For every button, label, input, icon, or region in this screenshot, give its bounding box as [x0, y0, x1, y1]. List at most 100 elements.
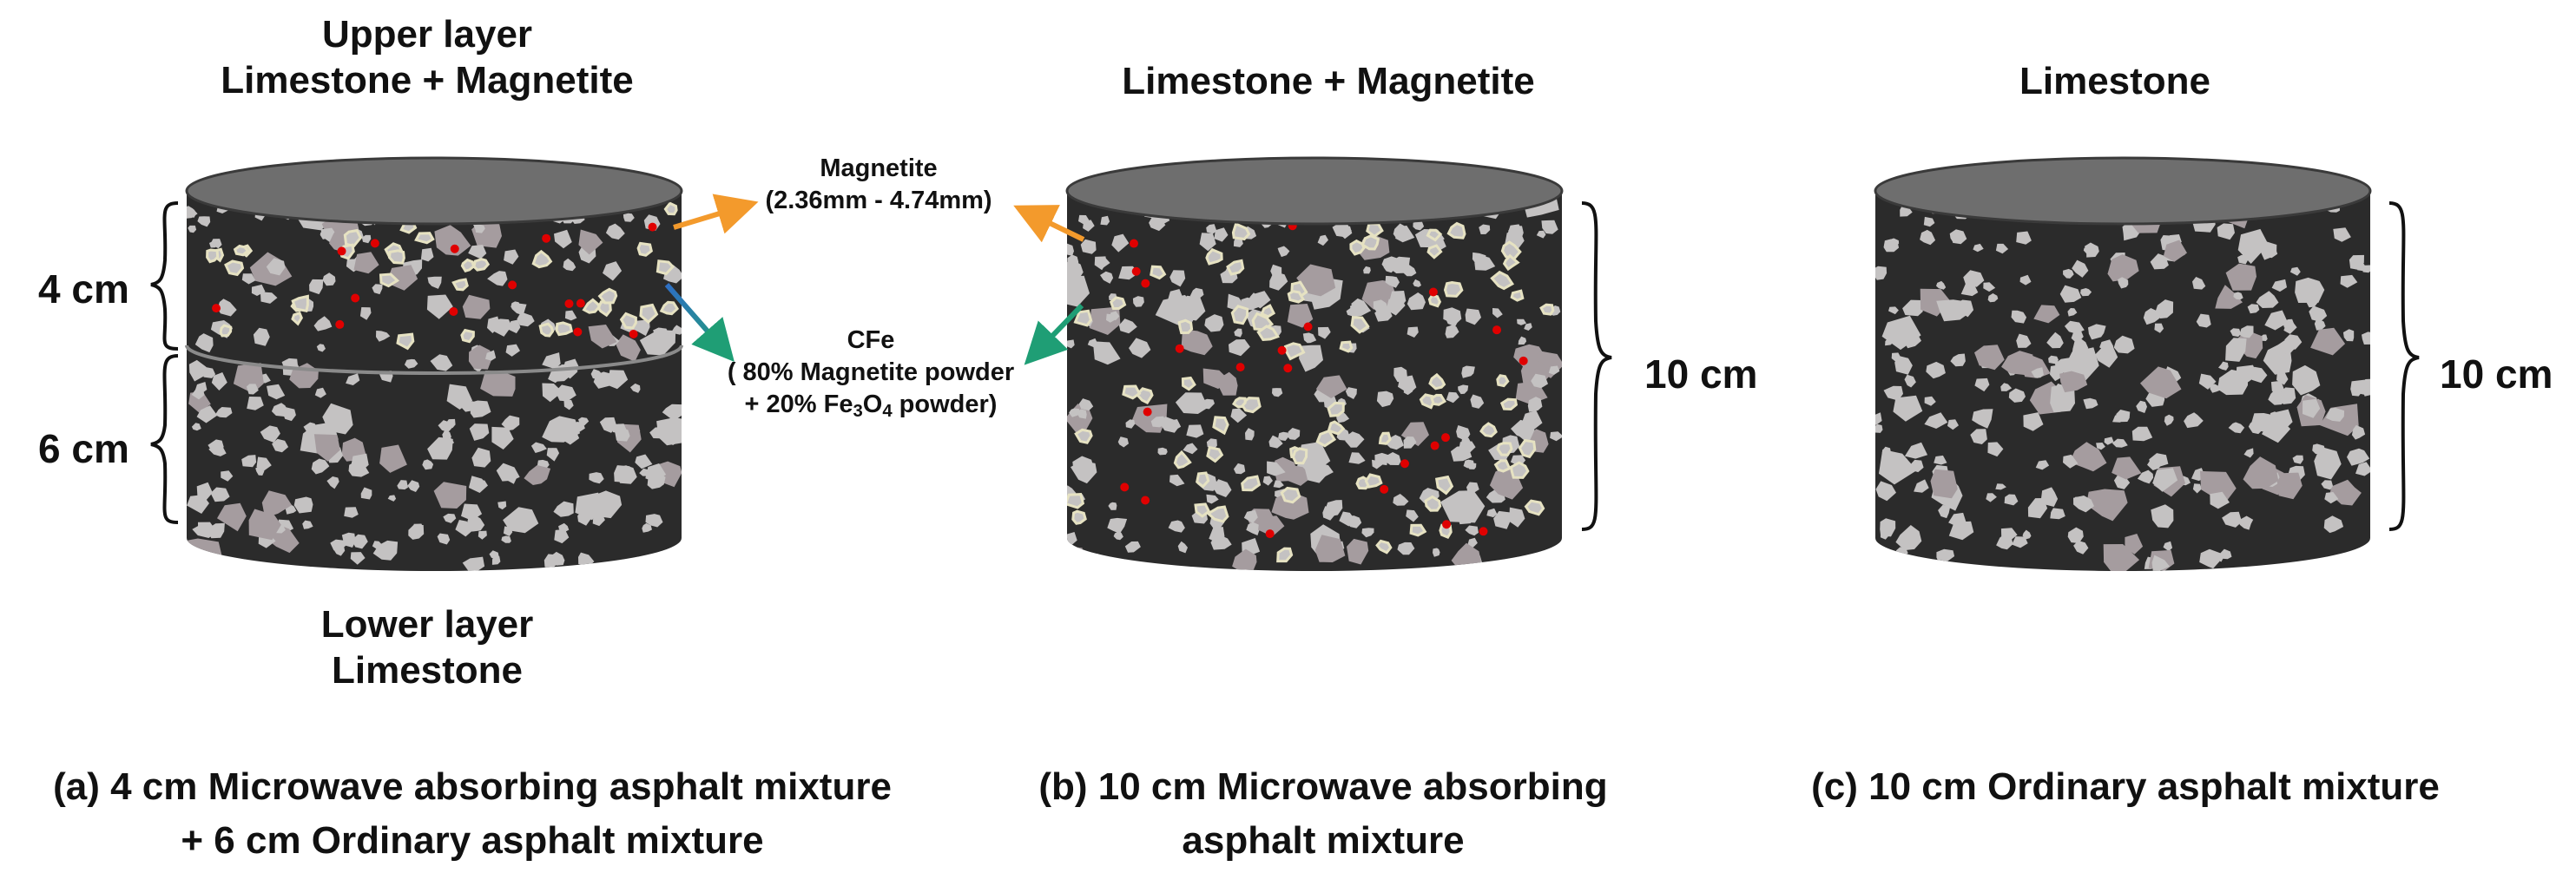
- magnetite-annotation: Magnetite (2.36mm - 4.74mm): [765, 153, 992, 217]
- cfe-particle: [1431, 442, 1440, 450]
- magnetite-aggregate: [1351, 241, 1364, 254]
- caption-a-line2: + 6 cm Ordinary asphalt mixture: [53, 814, 892, 868]
- cfe-particle: [576, 299, 585, 308]
- cfe-particle: [1278, 346, 1287, 355]
- magnetite-aggregate: [390, 251, 405, 263]
- cylinder-c: [1871, 158, 2379, 579]
- cylinder-b-top: [1067, 158, 1562, 224]
- magnetite-aggregate: [1496, 461, 1510, 471]
- limestone-aggregate: [1057, 546, 1083, 569]
- caption-b-line1: (b) 10 cm Microwave absorbing: [1038, 760, 1607, 814]
- magnetite-aggregate: [1232, 306, 1247, 324]
- limestone-aggregate: [1468, 463, 1477, 469]
- limestone-aggregate: [1907, 557, 1926, 574]
- cfe-particle: [542, 234, 550, 243]
- magnetite-aggregate: [474, 259, 488, 270]
- cfe-particle: [1266, 529, 1275, 538]
- cfe-particle: [573, 328, 582, 337]
- cylinder-a-top: [187, 158, 682, 224]
- dim-label-b-10cm: 10 cm: [1644, 351, 1757, 398]
- magnetite-aggregate: [1065, 495, 1083, 508]
- magnetite-aggregate: [208, 250, 218, 262]
- arrow-magnetite-a: [674, 205, 748, 227]
- upper-layer-material: Limestone + Magnetite: [221, 58, 634, 104]
- cfe-particle: [451, 245, 459, 253]
- cfe-label: CFe: [728, 325, 1014, 357]
- cfe-annotation: CFe ( 80% Magnetite powder + 20% Fe3O4 p…: [728, 325, 1014, 423]
- limestone-aggregate: [1100, 557, 1110, 568]
- magnetite-aggregate: [1512, 463, 1528, 477]
- cfe-particle: [449, 307, 458, 316]
- magnetite-aggregate: [1512, 291, 1523, 300]
- magnetite-aggregate: [221, 325, 231, 336]
- brace-c-10cm: [2389, 203, 2419, 529]
- magnetite-aggregate: [1197, 473, 1209, 487]
- cfe-particle: [1304, 323, 1313, 331]
- magnetite-aggregate: [1366, 475, 1380, 487]
- brace-a-4cm: [151, 203, 178, 349]
- cfe-particle: [1429, 287, 1438, 296]
- magnetite-aggregate: [1446, 283, 1462, 297]
- magnetite-aggregate: [416, 233, 432, 243]
- magnetite-aggregate: [557, 323, 571, 335]
- caption-c-line1: (c) 10 cm Ordinary asphalt mixture: [1811, 760, 2440, 814]
- limestone-aggregate: [1873, 424, 1883, 433]
- lower-layer-title: Lower layer: [321, 602, 534, 648]
- limestone-aggregate: [1527, 555, 1545, 574]
- cfe-oxygen: O: [863, 391, 883, 418]
- magnetite-aggregate: [1411, 525, 1425, 535]
- cfe-subscript-3: 3: [853, 402, 862, 421]
- magnetite-aggregate: [1123, 386, 1140, 398]
- magnetite-aggregate: [226, 261, 243, 275]
- magnetite-aggregate: [540, 324, 552, 336]
- magnetite-aggregate: [1207, 250, 1222, 264]
- magnetite-aggregate: [1179, 320, 1191, 332]
- magnetite-aggregate: [1111, 298, 1125, 309]
- cfe-particle: [1141, 496, 1150, 504]
- caption-b-line2: asphalt mixture: [1038, 814, 1607, 868]
- upper-layer-label: Upper layer Limestone + Magnetite: [221, 12, 634, 104]
- magnetite-aggregate: [1281, 488, 1299, 502]
- magnetite-size-label: (2.36mm - 4.74mm): [765, 185, 992, 217]
- magnetite-aggregate: [1426, 497, 1440, 511]
- cfe-particle: [1143, 408, 1152, 417]
- magnetite-aggregate: [1380, 433, 1391, 443]
- cfe-particle: [1492, 325, 1501, 334]
- magnetite-aggregate: [638, 243, 651, 255]
- dim-label-4cm: 4 cm: [38, 266, 129, 313]
- cfe-particle: [564, 299, 573, 308]
- cfe-particle: [1120, 482, 1129, 491]
- magnetite-aggregate: [1541, 305, 1553, 314]
- caption-a: (a) 4 cm Microwave absorbing asphalt mix…: [53, 760, 892, 867]
- cfe-particle: [1479, 527, 1487, 535]
- magnetite-aggregate: [1234, 398, 1245, 407]
- cfe-composition-line1: ( 80% Magnetite powder: [728, 357, 1014, 389]
- cylinder-a: [181, 158, 696, 572]
- cfe-particle: [1141, 279, 1150, 288]
- cfe-line2-prefix: + 20% Fe: [745, 391, 853, 418]
- magnetite-aggregate: [1498, 376, 1508, 386]
- magnetite-aggregate: [1073, 511, 1085, 523]
- cfe-particle: [629, 330, 638, 338]
- cfe-particle: [1236, 363, 1245, 371]
- limestone-aggregate: [1936, 549, 1954, 566]
- cfe-particle: [1519, 357, 1528, 365]
- magnetite-aggregate: [1294, 449, 1307, 463]
- cfe-particle: [649, 223, 657, 232]
- cylinder-c-top: [1875, 158, 2370, 224]
- cfe-particle: [1176, 345, 1184, 353]
- cfe-composition-line2: + 20% Fe3O4 powder): [728, 389, 1014, 423]
- magnetite-aggregate: [453, 279, 467, 290]
- upper-layer-title: Upper layer: [221, 12, 634, 58]
- magnetite-aggregate: [1183, 378, 1195, 390]
- magnetite-aggregate: [1429, 296, 1440, 306]
- cfe-particle: [1441, 433, 1450, 442]
- magnetite-aggregate: [1498, 443, 1512, 456]
- lower-layer-material: Limestone: [321, 648, 534, 694]
- magnetite-aggregate: [1502, 399, 1517, 409]
- magnetite-aggregate: [462, 260, 473, 272]
- cfe-particle: [338, 246, 346, 255]
- brace-b-10cm: [1582, 203, 1611, 529]
